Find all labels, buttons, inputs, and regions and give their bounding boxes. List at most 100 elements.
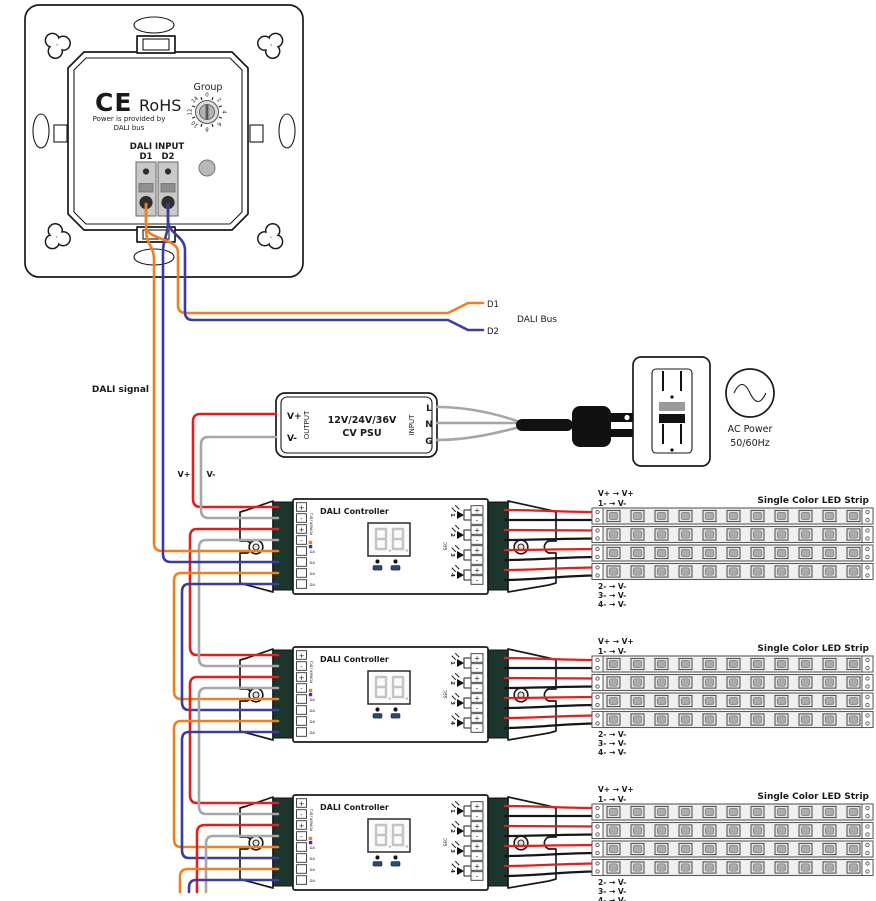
strip-map-label: 2- → V- <box>598 730 626 739</box>
led-chip <box>702 528 717 541</box>
set-button-right[interactable] <box>390 707 401 719</box>
wall-panel: CE RoHS Power is provided by DALI bus Gr… <box>24 4 304 278</box>
output-channel-4: 4 + - <box>449 861 484 881</box>
d1-terminal-label: D1 <box>140 152 153 162</box>
chain-vplus-wire <box>188 675 280 805</box>
set-button-left[interactable] <box>372 855 383 867</box>
led-chip <box>630 657 645 671</box>
led-chip <box>750 676 765 689</box>
outlet-dot-top <box>670 395 674 399</box>
connector-hole <box>595 509 600 515</box>
controller-unit: + - + - POWER (DC) DA DA DA DA DALI Cont… <box>239 785 874 901</box>
led-chip <box>726 694 741 708</box>
da-label: DA <box>310 708 316 713</box>
strip-group-title: Single Color LED Strip <box>757 792 869 802</box>
led-chip <box>606 528 621 541</box>
sine-wave-icon <box>733 383 767 403</box>
da-label: DA <box>310 878 316 883</box>
terminal-glyph: + <box>474 567 480 575</box>
terminal-glyph: - <box>476 537 479 545</box>
led-chip <box>750 805 765 819</box>
set-button-left[interactable] <box>372 707 383 719</box>
output-channel-2: 2 + - <box>449 525 484 545</box>
oval-slot-left <box>32 113 50 149</box>
channel-number: 2 <box>449 533 455 537</box>
da-label: DA <box>310 582 316 587</box>
led-chip <box>630 528 645 541</box>
dial-number: 12 <box>188 109 194 116</box>
chain-d1-wire <box>172 719 280 849</box>
strip-map-label: 2- → V- <box>598 878 626 887</box>
bus-d1-label: D1 <box>487 300 499 310</box>
ce-mark: CE <box>95 88 132 117</box>
set-button-right[interactable] <box>390 855 401 867</box>
power-note-line1: Power is provided by <box>93 115 166 123</box>
connector-hole <box>595 832 600 837</box>
connector-hole <box>865 665 870 671</box>
connector-hole <box>865 554 870 560</box>
channel-number: 3 <box>449 849 455 853</box>
led-chip <box>606 565 621 578</box>
group-dial[interactable]: Group 0 2 4 6 8 10 12 14 <box>188 82 227 132</box>
set-button-right[interactable] <box>390 559 401 571</box>
led-strip <box>591 821 874 840</box>
dali-blue-dot <box>308 692 313 697</box>
oval-slot-top <box>133 16 175 34</box>
led-chip <box>798 528 813 541</box>
led-chip <box>822 694 837 708</box>
strip-connector-left <box>591 563 604 580</box>
da-label: DA <box>310 697 316 702</box>
led-chip <box>774 528 789 541</box>
output-channel-1: 1 + - <box>449 505 484 525</box>
led-chip <box>678 824 693 837</box>
led-chip <box>630 824 645 837</box>
connector-hole <box>865 824 870 829</box>
psu-outer <box>275 392 438 458</box>
strip-group-title: Single Color LED Strip <box>757 644 869 654</box>
output-channel-2: 2 + - <box>449 673 484 693</box>
led-chip <box>726 676 741 689</box>
strip-connector-left <box>591 711 604 728</box>
output-channel-3: 3 + - <box>449 841 484 861</box>
dali-blue-dot <box>308 840 313 845</box>
wire-vminus-label: V- <box>207 470 216 479</box>
led-chip <box>798 842 813 856</box>
wall-outlet <box>632 356 711 467</box>
outlet-slots-bottom <box>662 424 682 444</box>
led-chip <box>822 805 837 819</box>
terminal-glyph: + <box>474 843 480 851</box>
connector-hole <box>595 565 600 570</box>
led-chip <box>726 528 741 541</box>
led-chip <box>702 657 717 671</box>
stub-vplus-wire <box>195 823 280 894</box>
led-chip <box>678 713 693 726</box>
dial-number: 8 <box>205 126 209 132</box>
led-chip <box>702 676 717 689</box>
led-diode-icon <box>457 847 464 855</box>
program-button[interactable] <box>198 159 216 177</box>
led-strip <box>591 673 874 692</box>
terminal-glyph: - <box>476 665 479 673</box>
led-chip <box>750 528 765 541</box>
terminal-glyph: + <box>299 822 305 830</box>
dial-number: 6 <box>215 120 222 127</box>
bus-d2-label: D2 <box>487 327 499 337</box>
outlet-gray-bar <box>659 402 685 411</box>
strip-connector-right <box>861 840 874 858</box>
led-chip <box>846 546 861 560</box>
ac-plug <box>572 406 611 447</box>
chain-d1-wire <box>172 571 280 701</box>
terminal-glyph: + <box>299 674 305 682</box>
strip-connector-left <box>591 544 604 562</box>
terminal-glyph: + <box>299 526 305 534</box>
set-button-left[interactable] <box>372 559 383 571</box>
led-chip <box>654 509 669 523</box>
top-tab-inner <box>142 38 170 51</box>
channel-number: 4 <box>449 721 455 725</box>
output-channel-3: 3 + - <box>449 545 484 565</box>
led-strip <box>591 840 874 858</box>
channel-number: 1 <box>449 809 455 813</box>
led-diode-icon <box>457 531 464 539</box>
power-side-label: POWER (DC) <box>310 512 314 535</box>
